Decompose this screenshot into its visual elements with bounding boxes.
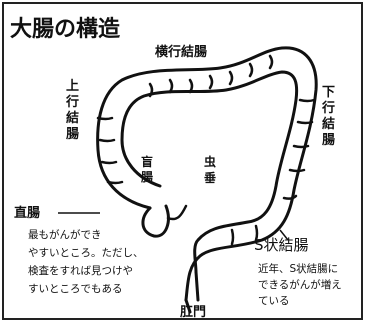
svg-text:垂: 垂 — [204, 170, 216, 185]
rectum-note: 最もがんができ やすいところ。ただし、 検査をすれば見つけや すいところでもある — [28, 228, 144, 295]
svg-text:すいところでもある: すいところでもある — [28, 283, 123, 295]
diagram-title: 大腸の構造 — [10, 16, 120, 42]
svg-text:近年、S状結腸に: 近年、S状結腸に — [258, 262, 338, 275]
label-appendix: 虫 垂 — [204, 154, 216, 185]
label-transverse-colon: 横行結腸 — [155, 44, 207, 60]
sigmoid-note: 近年、S状結腸に できるがんが増え ている — [258, 262, 342, 307]
svg-text:盲: 盲 — [141, 154, 153, 169]
svg-text:腸: 腸 — [66, 127, 79, 142]
svg-text:行: 行 — [65, 94, 79, 110]
label-ascending-colon: 上 行 結 腸 — [65, 79, 79, 142]
svg-text:腸: 腸 — [141, 170, 153, 184]
leader-lines — [58, 212, 289, 241]
svg-text:下: 下 — [322, 85, 335, 100]
svg-text:検査をすれば見つけや: 検査をすれば見つけや — [28, 264, 133, 277]
svg-text:結: 結 — [322, 116, 335, 132]
svg-text:やすいところ。ただし、: やすいところ。ただし、 — [28, 247, 144, 259]
svg-text:腸: 腸 — [322, 133, 335, 148]
svg-text:できるがんが増え: できるがんが増え — [258, 278, 342, 291]
colon-illustration — [96, 46, 318, 314]
label-sigmoid-colon: S状結腸 — [254, 236, 309, 254]
svg-text:虫: 虫 — [204, 154, 216, 169]
svg-text:ている: ている — [258, 295, 290, 307]
label-rectum: 直腸 — [14, 205, 40, 221]
svg-text:行: 行 — [321, 100, 335, 116]
svg-text:上: 上 — [66, 79, 79, 94]
label-descending-colon: 下 行 結 腸 — [321, 85, 335, 148]
svg-text:結: 結 — [66, 110, 79, 126]
svg-text:最もがんができ: 最もがんができ — [28, 228, 102, 241]
label-cecum: 盲 腸 — [141, 154, 153, 184]
haustra-marks — [96, 54, 316, 246]
diagram-frame — [2, 2, 363, 320]
label-anus: 肛門 — [180, 305, 206, 320]
